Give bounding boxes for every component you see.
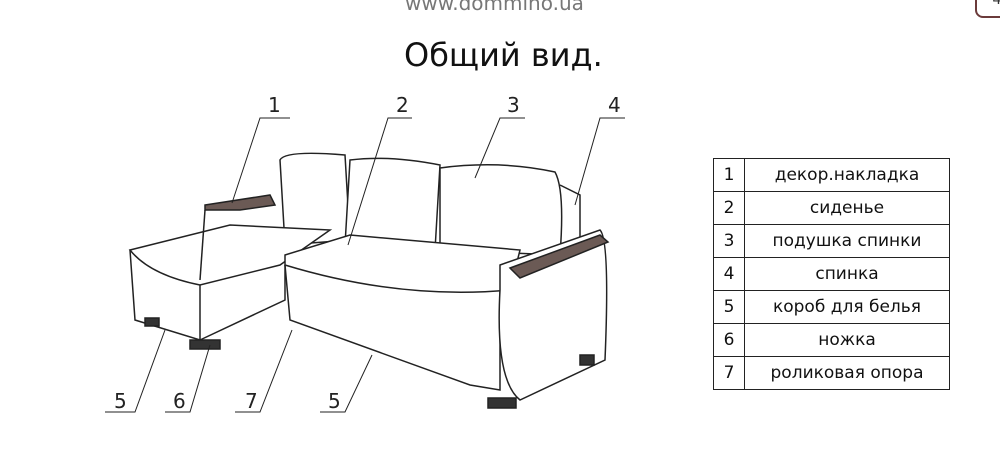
- legend-num: 3: [713, 224, 745, 258]
- legend-num: 5: [713, 290, 745, 324]
- legend-label: декор.накладка: [744, 158, 950, 192]
- callout-4: 4: [608, 93, 621, 117]
- website-url: www.dommino.ua: [405, 0, 584, 15]
- callout-lines: [105, 117, 625, 413]
- page-title: Общий вид.: [404, 36, 603, 74]
- legend-label: спинка: [744, 257, 950, 291]
- sofa-drawing: [128, 152, 610, 409]
- legend-num: 6: [713, 323, 745, 357]
- legend-num: 4: [713, 257, 745, 291]
- legend-label: ножка: [744, 323, 950, 357]
- legend-label: подушка спинки: [744, 224, 950, 258]
- callout-6: 6: [173, 389, 186, 413]
- callout-3: 3: [507, 93, 520, 117]
- legend-num: 1: [713, 158, 745, 192]
- legend-num: 2: [713, 191, 745, 225]
- callout-7: 7: [245, 389, 258, 413]
- callout-5b: 5: [328, 389, 341, 413]
- callout-5a: 5: [114, 389, 127, 413]
- callout-2: 2: [396, 93, 409, 117]
- page-number: 4: [975, 0, 1000, 18]
- legend-label: роликовая опора: [744, 356, 950, 390]
- legend-label: сиденье: [744, 191, 950, 225]
- legend-num: 7: [713, 356, 745, 390]
- legend-label: короб для белья: [744, 290, 950, 324]
- callout-1: 1: [268, 93, 281, 117]
